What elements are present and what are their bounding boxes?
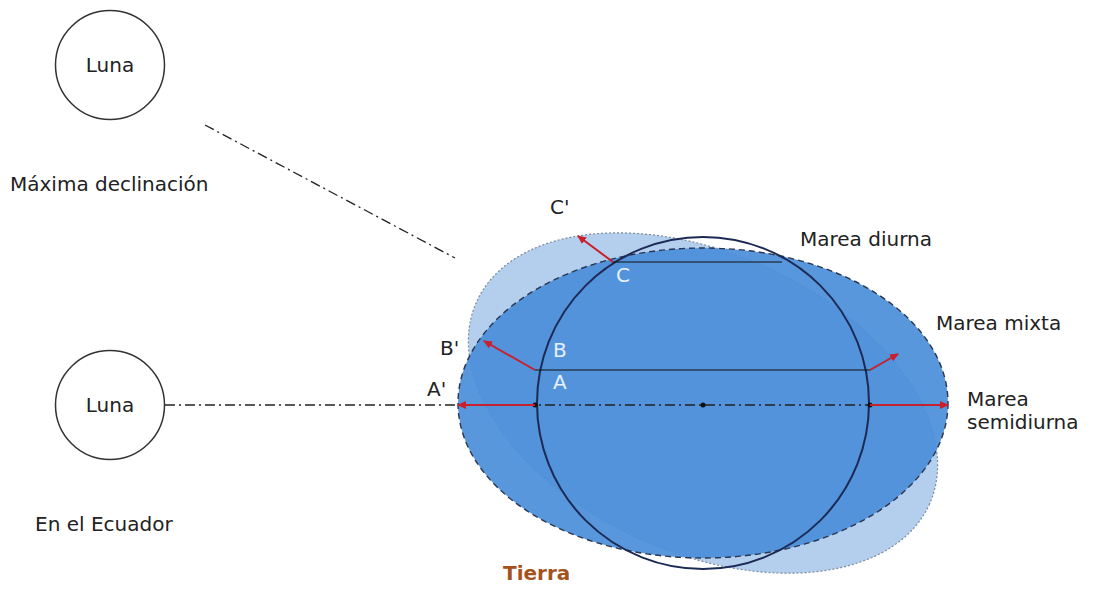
tilted-tide-bulge: [415, 165, 990, 590]
point-label: A': [427, 378, 446, 401]
earth-label: Tierra: [503, 562, 570, 585]
moon-name: Luna: [86, 394, 134, 417]
latitude-line: [612, 261, 782, 262]
moon-position-caption: En el Ecuador: [35, 513, 173, 536]
tide-arrow: [458, 404, 535, 406]
moon-text-area: Luna: [54, 349, 166, 461]
equator-axis: [105, 404, 940, 405]
moon-text-area: Luna: [54, 9, 166, 121]
tide-arrow: [870, 404, 948, 406]
moon-position-caption: Máxima declinación: [10, 173, 209, 196]
tide-type-label: Marea semidiurna: [967, 388, 1095, 434]
point-label: C: [616, 264, 630, 287]
center-dot: [701, 403, 706, 408]
latitude-line: [535, 369, 870, 370]
moon-circle: LunaMáxima declinación: [54, 9, 166, 121]
tide-type-label: Marea diurna: [800, 228, 932, 251]
point-label: B: [553, 339, 567, 362]
earth-outline: [537, 237, 869, 569]
point-label: C': [550, 196, 569, 219]
tide-type-label: Marea mixta: [936, 312, 1061, 335]
moon-circle: LunaEn el Ecuador: [54, 349, 166, 461]
point-label: A: [553, 371, 567, 394]
equatorial-tide-bulge: [458, 248, 948, 558]
declination-axis: [205, 125, 455, 258]
moon-name: Luna: [86, 54, 134, 77]
point-label: B': [440, 337, 459, 360]
tide-arrow: [870, 354, 898, 370]
tide-arrow: [578, 236, 613, 262]
tide-arrow: [484, 341, 535, 370]
